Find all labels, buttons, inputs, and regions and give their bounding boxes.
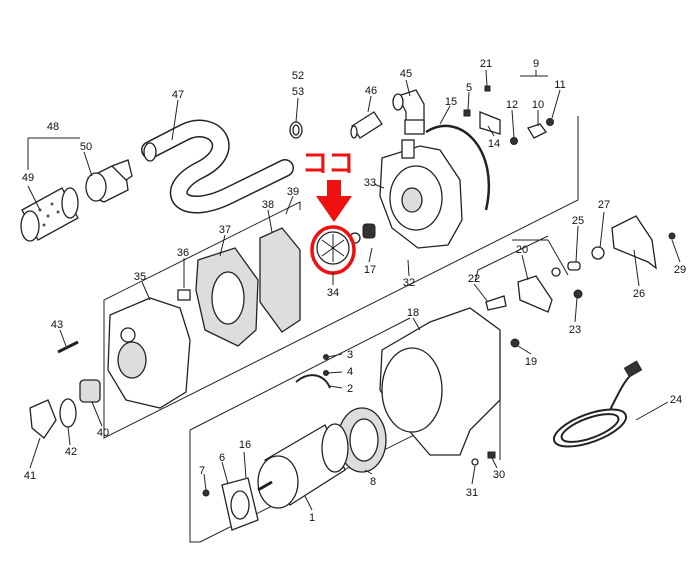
label-24: 24: [670, 394, 682, 406]
part-52-hose-clamp: [289, 121, 303, 139]
label-40: 40: [97, 427, 109, 439]
label-3: 3: [347, 349, 353, 361]
label-18: 18: [407, 307, 419, 319]
part-40-filter: [79, 379, 101, 403]
part-2-lead-wire: [295, 374, 331, 389]
part-38-plate: [259, 227, 301, 333]
label-33: 33: [364, 177, 376, 189]
part-3-screw: [323, 354, 329, 360]
label-35: 35: [134, 271, 146, 283]
label-37: 37: [219, 224, 231, 236]
part-35-front-casing: [107, 289, 191, 409]
part-47-hose: [141, 119, 294, 214]
part-14-bracket: [463, 85, 501, 135]
label-2: 2: [347, 383, 353, 395]
label-22: 22: [468, 273, 480, 285]
label-21: 21: [480, 58, 492, 70]
label-32: 32: [403, 277, 415, 289]
label-30: 30: [493, 469, 505, 481]
label-8: 8: [370, 476, 376, 488]
part-4-washer: [323, 370, 329, 376]
part-46-nipple: [350, 111, 383, 139]
label-27: 27: [598, 199, 610, 211]
label-49: 49: [22, 172, 34, 184]
label-41: 41: [24, 470, 36, 482]
part-49-strainer: [20, 187, 79, 242]
label-48: 48: [47, 121, 59, 133]
label-34: 34: [327, 287, 339, 299]
label-10: 10: [532, 99, 544, 111]
label-7: 7: [199, 465, 205, 477]
label-19: 19: [525, 356, 537, 368]
label-38: 38: [262, 199, 274, 211]
part-1-motor: [257, 423, 349, 509]
label-52: 52: [292, 70, 304, 82]
label-17: 17: [364, 264, 376, 276]
part-24-power-cord: [552, 360, 643, 448]
label-42: 42: [65, 446, 77, 458]
label-50: 50: [80, 141, 92, 153]
label-6: 6: [219, 452, 225, 464]
label-46: 46: [365, 85, 377, 97]
part-43-bolt: [57, 340, 79, 354]
callout-arrow-icon: [316, 180, 352, 222]
part-9-valve-set: [510, 118, 554, 145]
label-12: 12: [506, 99, 518, 111]
label-20: 20: [516, 244, 528, 256]
label-1: 1: [309, 512, 315, 524]
callout-text: ココ: [302, 149, 354, 179]
part-41-cap: [29, 399, 57, 439]
label-29: 29: [674, 264, 686, 276]
part-20-terminal-cover: [485, 246, 605, 313]
label-25: 25: [572, 215, 584, 227]
part-26-switch-cover: [611, 215, 676, 270]
label-43: 43: [51, 319, 63, 331]
part-42-o-ring: [59, 398, 77, 428]
label-15: 15: [445, 96, 457, 108]
label-4: 4: [347, 366, 353, 378]
label-53: 53: [292, 86, 304, 98]
label-11: 11: [554, 79, 565, 91]
part-33-pump-casing: [379, 139, 463, 249]
leader-lines: [27, 69, 681, 511]
label-14: 14: [488, 138, 500, 150]
callout-annotation: ココ: [302, 149, 356, 275]
label-45: 45: [400, 68, 412, 80]
part-6-end-gasket: [202, 477, 259, 531]
label-36: 36: [177, 247, 189, 259]
label-47: 47: [172, 89, 184, 101]
label-5: 5: [466, 82, 472, 94]
part-31-screw: [471, 458, 479, 466]
label-31: 31: [466, 487, 478, 499]
label-23: 23: [569, 324, 581, 336]
part-50-adapter: [85, 159, 133, 203]
label-26: 26: [633, 288, 645, 300]
part-37-gasket: [195, 247, 259, 347]
part-8-bracket-ring: [337, 407, 387, 473]
part-34-impeller: [316, 231, 350, 265]
part-30-nut: [487, 451, 496, 459]
part-45-elbow: [392, 89, 425, 135]
label-16: 16: [239, 439, 251, 451]
label-9: 9: [533, 58, 539, 70]
part-15-packing: [425, 124, 491, 211]
part-18-motor-frame: [379, 307, 520, 456]
label-39: 39: [287, 186, 299, 198]
part-number-labels: 21 9 52 53 45 46 5 12 10 11 47 15 48 50 …: [22, 58, 686, 524]
